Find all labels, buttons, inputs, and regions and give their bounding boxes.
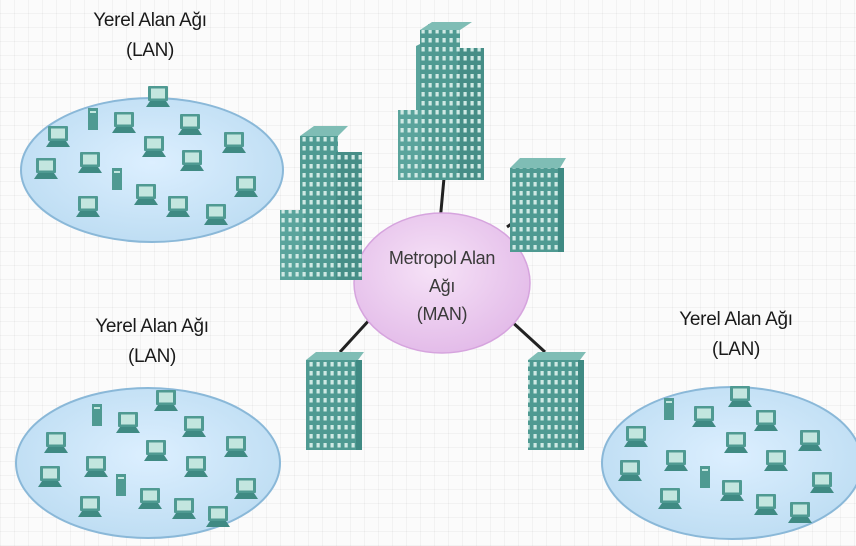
computer-icon: [146, 86, 170, 107]
computer-icon: [184, 456, 208, 477]
computer-icon: [88, 108, 98, 130]
computer-icon: [788, 502, 812, 523]
computer-icon: [134, 184, 158, 205]
lan-ellipse-top-left: [20, 97, 284, 243]
man-label-line2: Ağı: [428, 276, 456, 296]
computer-icon: [618, 460, 642, 481]
computer-icon: [692, 406, 716, 427]
computer-icon: [204, 204, 228, 225]
computer-icon: [180, 150, 204, 171]
man-label: Metropol Alan Ağı (MAN): [362, 244, 522, 328]
lan-label-bottom-left: Yerel Alan Ağı (LAN): [42, 312, 262, 372]
lan-ellipse-bottom-right: [601, 386, 856, 540]
man-ellipse: [353, 212, 531, 354]
computer-icon: [116, 474, 126, 496]
computer-icon: [754, 494, 778, 515]
computer-icon: [44, 432, 68, 453]
computer-icon: [78, 496, 102, 517]
link-bottom-right: [508, 318, 547, 354]
computer-icon: [92, 404, 102, 426]
computer-icon: [798, 430, 822, 451]
computer-icon: [720, 480, 744, 501]
computer-icon: [234, 176, 258, 197]
lan-label-line2: (LAN): [125, 40, 175, 61]
man-label-line1: Metropol Alan: [388, 248, 496, 268]
computer-icon: [224, 436, 248, 457]
computer-icon: [764, 450, 788, 471]
computer-icon: [112, 112, 136, 133]
lan-ellipse-bottom-left: [15, 387, 281, 539]
lan-label-line2: (LAN): [711, 339, 761, 360]
computer-icon: [724, 432, 748, 453]
computer-icon: [38, 466, 62, 487]
computer-icon: [138, 488, 162, 509]
computer-icon: [76, 196, 100, 217]
computer-icon: [182, 416, 206, 437]
lan-label-line1: Yerel Alan Ağı: [93, 10, 207, 31]
building-icon: [306, 352, 364, 450]
computer-icon: [234, 478, 258, 499]
computer-icon: [700, 466, 710, 488]
man-label-line3: (MAN): [416, 304, 468, 324]
computer-icon: [206, 506, 230, 527]
computer-icon: [34, 158, 58, 179]
computer-icon: [144, 440, 168, 461]
computer-icon: [728, 386, 752, 407]
lan-label-line2: (LAN): [127, 346, 177, 367]
computer-icon: [624, 426, 648, 447]
computer-icon: [754, 410, 778, 431]
computer-icon: [664, 450, 688, 471]
link-bottom-left: [338, 315, 374, 354]
computer-icon: [84, 456, 108, 477]
building-icon: [398, 22, 484, 180]
computer-icon: [222, 132, 246, 153]
computer-icon: [116, 412, 140, 433]
computer-icon: [658, 488, 682, 509]
computer-icon: [78, 152, 102, 173]
computer-icon: [142, 136, 166, 157]
lan-label-top-left: Yerel Alan Ağı (LAN): [40, 6, 260, 66]
computer-icon: [664, 398, 674, 420]
computer-icon: [112, 168, 122, 190]
lan-label-bottom-right: Yerel Alan Ağı (LAN): [626, 305, 846, 365]
computer-icon: [166, 196, 190, 217]
lan-label-line1: Yerel Alan Ağı: [95, 316, 209, 337]
lan-label-line1: Yerel Alan Ağı: [679, 309, 793, 330]
computer-icon: [810, 472, 834, 493]
computer-icon: [154, 390, 178, 411]
building-icon: [510, 158, 566, 252]
computer-icon: [172, 498, 196, 519]
computer-icon: [46, 126, 70, 147]
building-icon: [280, 126, 362, 280]
computer-icon: [178, 114, 202, 135]
building-icon: [528, 352, 586, 450]
